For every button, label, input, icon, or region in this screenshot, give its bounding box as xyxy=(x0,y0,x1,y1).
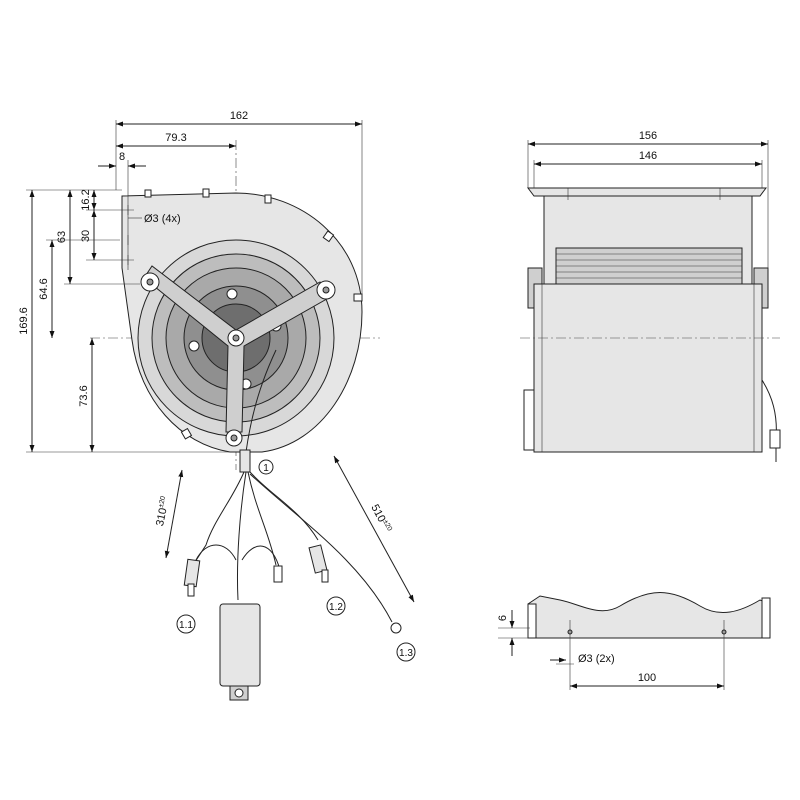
dim-64-6-label: 64.6 xyxy=(38,278,50,299)
ring-terminal-1-3 xyxy=(390,622,402,634)
callout-1-1: 1.1 xyxy=(176,614,196,634)
cable-gland xyxy=(239,449,251,473)
dim-30-label: 30 xyxy=(80,230,92,242)
connector-1-1 xyxy=(183,558,201,588)
bracket-screw xyxy=(322,286,330,294)
dim-8-label: 8 xyxy=(119,151,125,163)
front-view: 162 79.3 8 16.2 30 Ø3 (4x) 63 64.6 169.6 xyxy=(18,110,416,701)
connector-1-2 xyxy=(308,544,328,574)
capacitor xyxy=(219,603,261,687)
rotor-screw xyxy=(188,340,200,352)
rotor-screw xyxy=(226,288,238,300)
dim-79-3-label: 79.3 xyxy=(165,132,186,144)
bracket-screw xyxy=(230,434,238,442)
bottom-outlet-profile xyxy=(527,592,771,639)
dim-162-label: 162 xyxy=(230,110,248,122)
svg-text:1.3: 1.3 xyxy=(399,648,413,659)
bottom-hole-right xyxy=(721,629,727,635)
side-view: 156 146 xyxy=(520,130,781,462)
bottom-view: 6 Ø3 (2x) 100 xyxy=(497,592,771,690)
side-top-flange xyxy=(527,187,767,197)
dim-156-label: 156 xyxy=(639,130,657,142)
wire-terminal xyxy=(273,565,283,583)
dim-16-2-label: 16.2 xyxy=(80,189,92,210)
motor-cable xyxy=(245,349,277,453)
dim-bottom-hole-note: Ø3 (2x) xyxy=(578,653,615,665)
dim-146-label: 146 xyxy=(639,150,657,162)
side-cable xyxy=(761,379,777,462)
bracket-screw xyxy=(146,278,154,286)
svg-text:1: 1 xyxy=(263,463,269,474)
callout-1-3: 1.3 xyxy=(396,642,416,662)
housing-tab xyxy=(144,189,152,198)
dim-63-label: 63 xyxy=(56,231,68,243)
bottom-right-lip xyxy=(761,597,771,639)
bottom-hole-left xyxy=(567,629,573,635)
housing-tab xyxy=(264,194,272,204)
dim-cable-310-label: 310±20 xyxy=(154,495,172,527)
callout-1-2: 1.2 xyxy=(326,596,346,616)
svg-text:1.1: 1.1 xyxy=(179,620,193,631)
cable-harness xyxy=(194,471,393,623)
callout-1: 1 xyxy=(258,459,274,475)
motor-bracket xyxy=(143,265,333,433)
side-left-tab xyxy=(523,389,535,451)
housing-tab xyxy=(353,293,363,302)
housing-tab xyxy=(180,427,193,440)
dim-cable-510 xyxy=(333,455,415,603)
dim-hole-note: Ø3 (4x) xyxy=(144,213,181,225)
housing-tab xyxy=(322,230,335,243)
svg-text:1.2: 1.2 xyxy=(329,602,343,613)
side-housing-body xyxy=(533,283,763,453)
dim-169-6-label: 169.6 xyxy=(18,307,30,335)
bracket-center-screw xyxy=(232,334,240,342)
side-impeller-lines xyxy=(556,253,742,279)
connector-1-2-pin xyxy=(321,569,329,583)
dim-cable-310 xyxy=(164,469,184,559)
dim-6-label: 6 xyxy=(497,615,509,621)
side-cable-gland xyxy=(769,429,781,449)
housing-tab xyxy=(202,188,210,198)
bottom-left-lip xyxy=(527,603,537,639)
connector-1-1-pin xyxy=(187,583,195,597)
capacitor-nut xyxy=(234,688,244,698)
dim-100-label: 100 xyxy=(638,672,656,684)
dim-73-6-label: 73.6 xyxy=(78,385,90,406)
dim-cable-510-label: 510±20 xyxy=(368,503,393,535)
